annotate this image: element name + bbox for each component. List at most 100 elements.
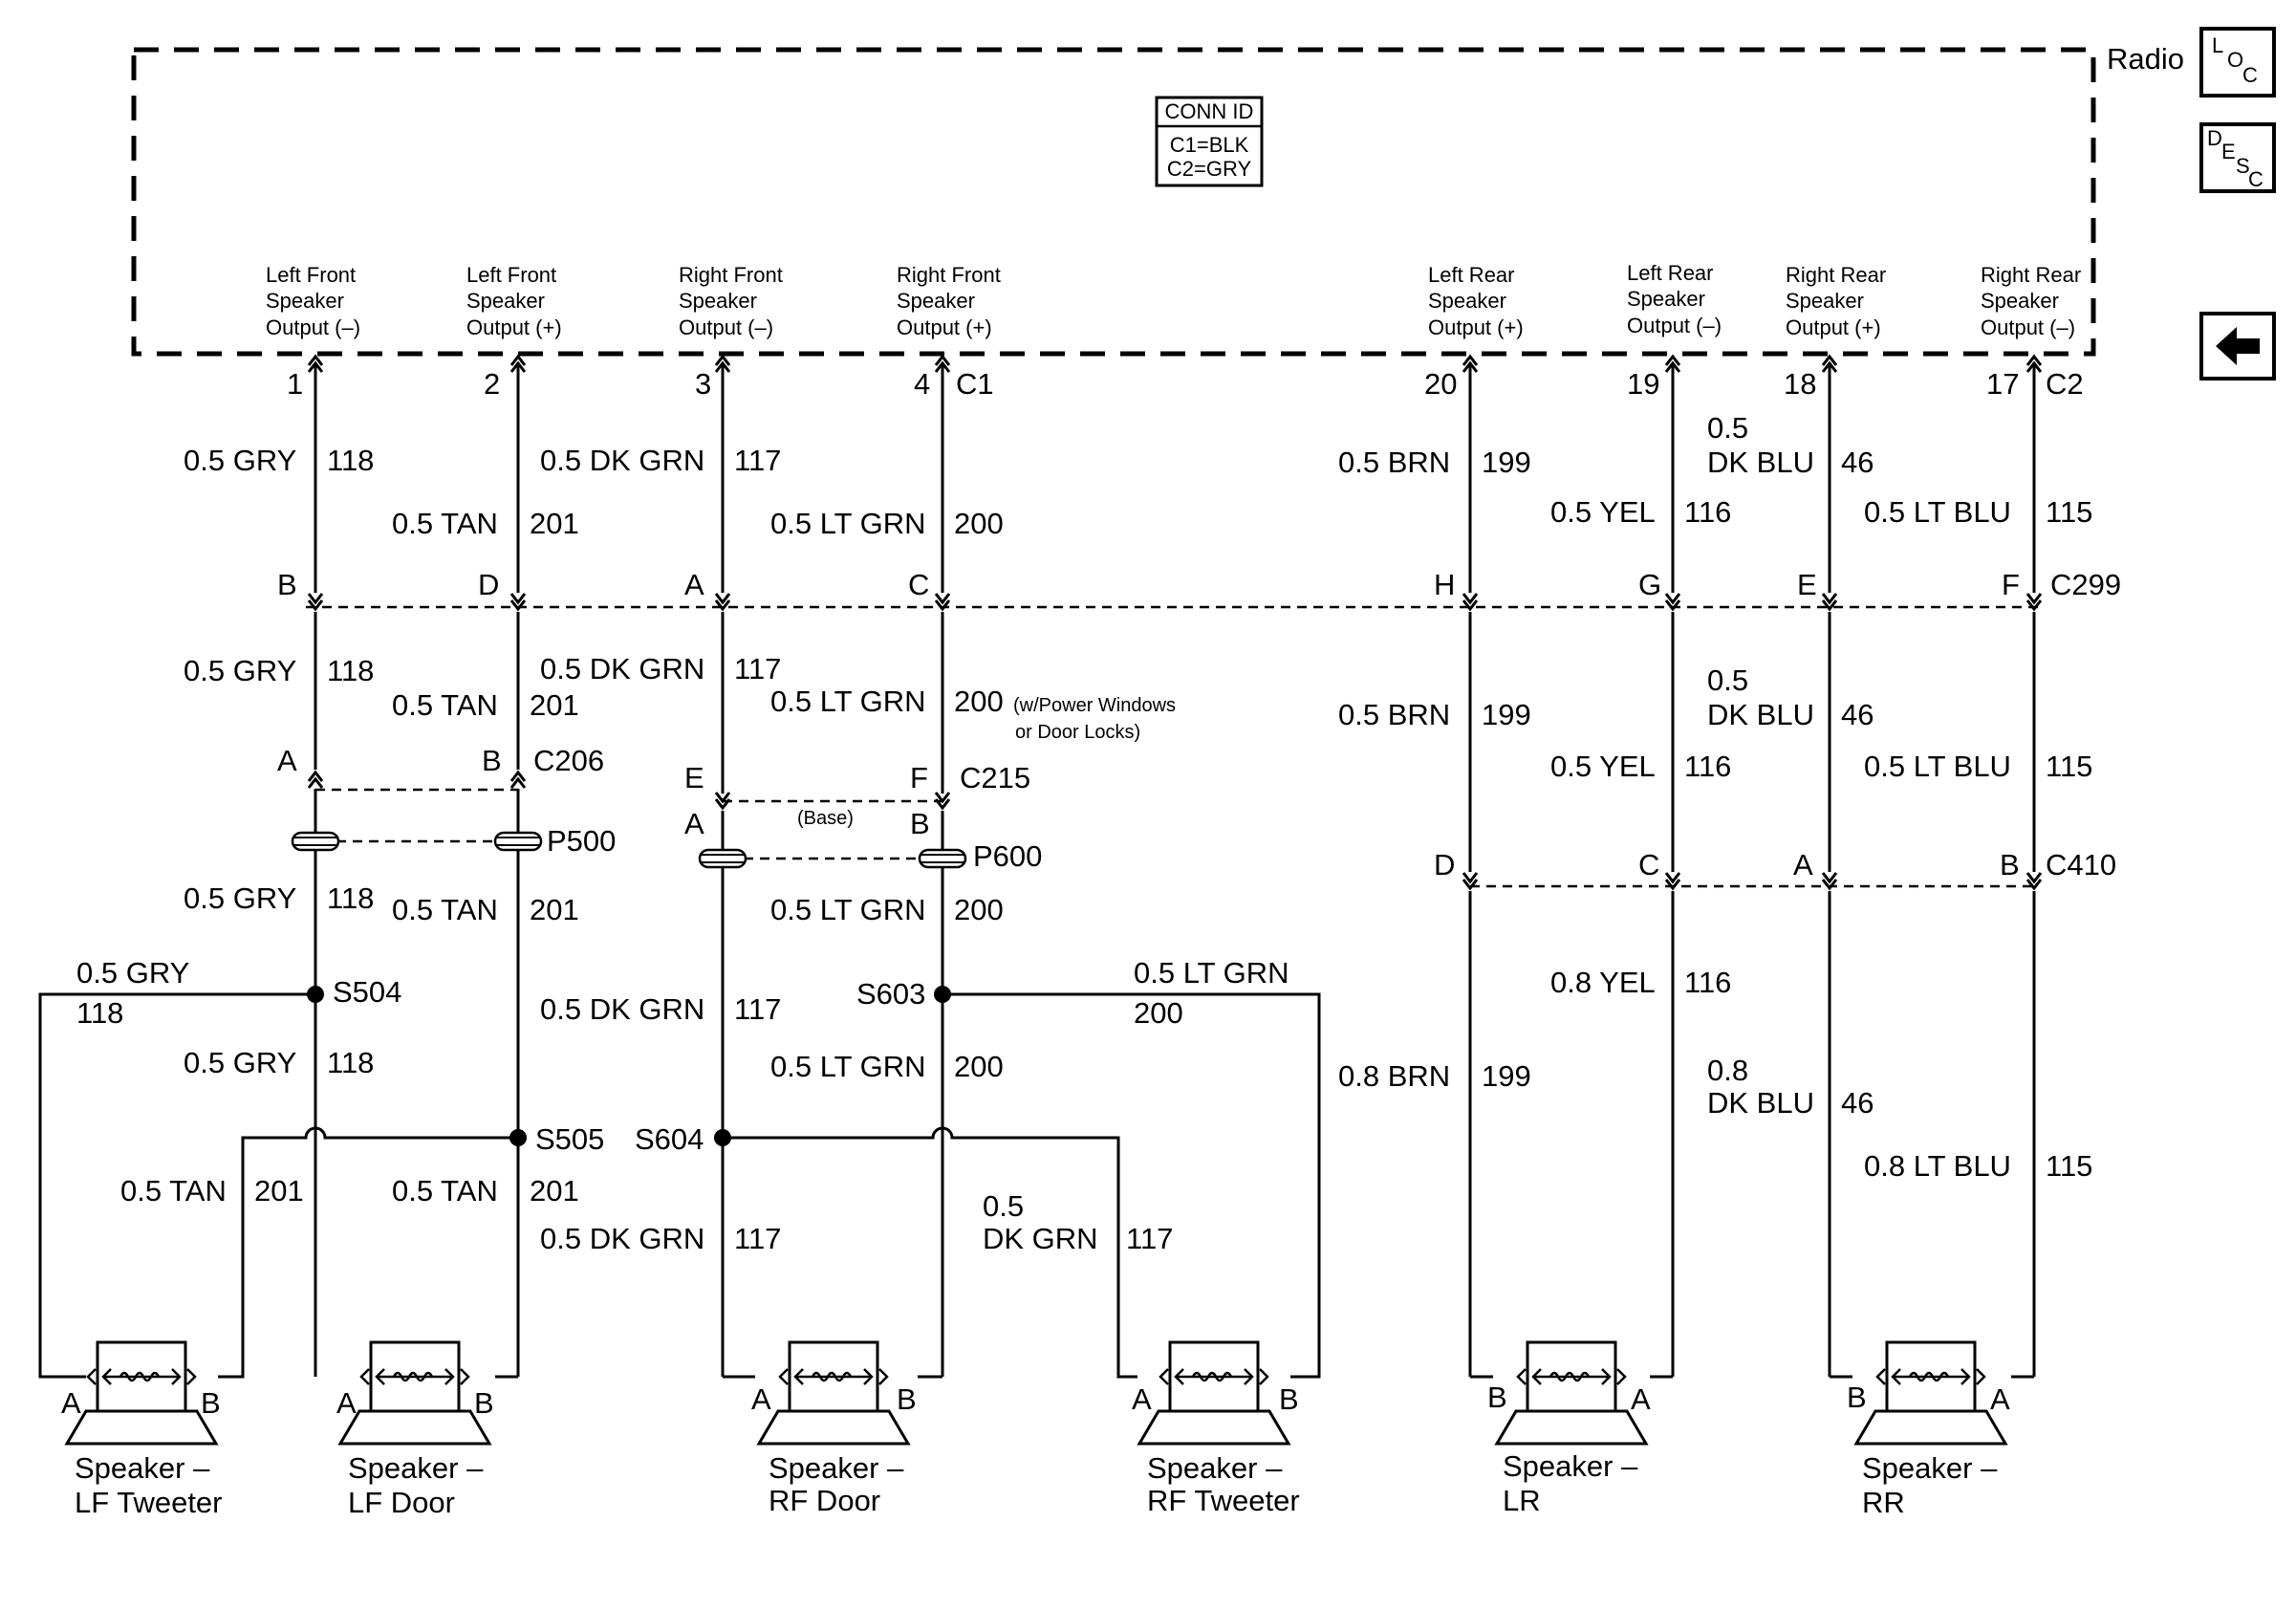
c410-pin-b: B <box>2000 848 2020 881</box>
output-lr-minus-3: Output (–) <box>1627 314 1722 337</box>
wire-199-1: 199 <box>1482 446 1531 479</box>
speaker-rf-door-pin-a: A <box>751 1382 771 1416</box>
location-button[interactable]: L O C <box>2199 27 2276 98</box>
svg-text:C: C <box>2242 63 2258 87</box>
wire-201-tweeter: 201 <box>254 1174 304 1208</box>
description-button[interactable]: D E S C <box>2199 122 2276 193</box>
wire-46-3: 46 <box>1841 1086 1874 1120</box>
speaker-lf-door-label-2: LF Door <box>348 1486 455 1519</box>
conn-id-c1: C1=BLK <box>1170 133 1249 157</box>
wire-201-2: 201 <box>530 688 579 722</box>
speaker-rr: B A Speaker – RR <box>1847 1340 2010 1519</box>
output-rf-plus-3: Output (+) <box>897 315 992 339</box>
wire-brn08: 0.8 BRN <box>1338 1059 1450 1093</box>
output-lr-plus-2: Speaker <box>1428 289 1506 313</box>
speaker-rf-tweeter-pin-b: B <box>1279 1382 1299 1416</box>
output-rf-plus-2: Speaker <box>897 289 975 313</box>
wire-dkblu-1b: DK BLU <box>1707 446 1814 479</box>
radio-title: Radio <box>2107 42 2184 76</box>
wire-ltblu-1: 0.5 LT BLU <box>1864 495 2011 529</box>
wire-dkgrn-2: 0.5 DK GRN <box>540 652 704 685</box>
wire-dkblu08-a: 0.8 <box>1707 1054 1748 1087</box>
conn-id-c2: C2=GRY <box>1167 157 1252 181</box>
c410-pin-a: A <box>1793 848 1813 881</box>
svg-text:C: C <box>2248 167 2264 191</box>
wire-117-1: 117 <box>734 444 781 477</box>
wire-118-3: 118 <box>327 881 374 915</box>
speaker-rr-label-2: RR <box>1862 1486 1905 1519</box>
speaker-lf-door-pin-a: A <box>336 1386 357 1420</box>
c215-pin-e: E <box>684 761 704 794</box>
wire-118-1: 118 <box>327 444 374 477</box>
wire-ltblu-2: 0.5 LT BLU <box>1864 750 2011 783</box>
output-rr-minus-3: Output (–) <box>1981 315 2075 339</box>
wire-yel-2: 0.5 YEL <box>1550 750 1656 783</box>
output-lr-minus-2: Speaker <box>1627 287 1705 311</box>
splice-s504-dot <box>307 986 324 1003</box>
wire-115-1: 115 <box>2046 495 2092 529</box>
wire-118-4: 118 <box>327 1046 374 1079</box>
output-rr-minus-2: Speaker <box>1981 289 2059 313</box>
p500-connector-lf-plus <box>493 831 543 852</box>
wire-ltgrn-2: 0.5 LT GRN <box>770 685 926 718</box>
c206-pin-b: B <box>482 744 502 777</box>
wire-brn-2: 0.5 BRN <box>1338 698 1450 731</box>
wire-ltgrn-1: 0.5 LT GRN <box>770 507 926 540</box>
wire-dkblu08-b: DK BLU <box>1707 1086 1814 1120</box>
wire-tan-tweeter: 0.5 TAN <box>120 1174 227 1208</box>
splice-s505-dot <box>509 1129 527 1146</box>
p500-connector-lf-minus <box>291 831 340 852</box>
pin-17: 17 <box>1986 367 2019 401</box>
wire-ltgrn-3: 0.5 LT GRN <box>770 893 926 926</box>
wire-dkgrn-3: 0.5 DK GRN <box>540 992 704 1026</box>
wire-117-2: 117 <box>734 652 781 685</box>
radio-module-outline <box>131 47 2096 357</box>
wire-tan-3: 0.5 TAN <box>392 893 498 926</box>
wire-201-4: 201 <box>530 1174 579 1208</box>
wire-117-3: 117 <box>734 992 781 1026</box>
splice-s603: S603 <box>856 977 925 1011</box>
c299-pin-c: C <box>908 568 929 601</box>
svg-text:L: L <box>2212 33 2223 57</box>
c299-pin-a: A <box>684 568 704 601</box>
connector-c1: C1 <box>956 367 994 401</box>
speaker-rf-door-label-1: Speaker – <box>769 1451 904 1485</box>
speaker-lf-door-pin-b: B <box>474 1386 494 1420</box>
wire-tan-4: 0.5 TAN <box>392 1174 498 1208</box>
speaker-rr-pin-b: B <box>1847 1381 1867 1414</box>
speaker-lf-door-label-1: Speaker – <box>348 1451 484 1485</box>
connector-c410: C410 <box>2046 848 2116 881</box>
conn-id-title: CONN ID <box>1165 99 1254 123</box>
wires <box>38 355 2043 1379</box>
pin-4: 4 <box>914 367 930 401</box>
svg-text:O: O <box>2227 48 2243 72</box>
output-lf-plus-3: Output (+) <box>466 315 562 339</box>
wire-116-2: 116 <box>1684 750 1731 783</box>
wire-yel08: 0.8 YEL <box>1550 966 1656 999</box>
wire-200-tweeter: 200 <box>1134 996 1183 1030</box>
output-lr-plus-1: Left Rear <box>1428 263 1515 287</box>
speaker-rf-door-pin-b: B <box>897 1382 917 1416</box>
output-rr-plus-1: Right Rear <box>1786 263 1886 287</box>
p600-pin-a: A <box>684 807 704 840</box>
c215-pin-f: F <box>910 761 928 794</box>
wire-46-1: 46 <box>1841 446 1874 479</box>
wire-200-3: 200 <box>954 893 1004 926</box>
output-lf-minus-2: Speaker <box>266 289 344 313</box>
radio-output-labels: Left Front Speaker Output (–) Left Front… <box>266 261 2081 339</box>
splice-s505: S505 <box>535 1122 604 1156</box>
wire-115-2: 115 <box>2046 750 2092 783</box>
c299-pin-g: G <box>1638 568 1661 601</box>
pin-2: 2 <box>484 367 500 401</box>
c299-pin-f: F <box>2002 568 2020 601</box>
speaker-lr-pin-a: A <box>1631 1382 1651 1416</box>
output-lf-minus-1: Left Front <box>266 263 356 287</box>
speaker-lr-pin-b: B <box>1487 1381 1507 1414</box>
wire-dkgrn-1: 0.5 DK GRN <box>540 444 704 477</box>
wire-dkgrn-4: 0.5 DK GRN <box>540 1222 704 1255</box>
wire-tan-1: 0.5 TAN <box>392 507 498 540</box>
speaker-rf-tweeter-label-2: RF Tweeter <box>1147 1484 1300 1517</box>
output-rr-plus-3: Output (+) <box>1786 315 1881 339</box>
back-button[interactable] <box>2199 312 2276 381</box>
